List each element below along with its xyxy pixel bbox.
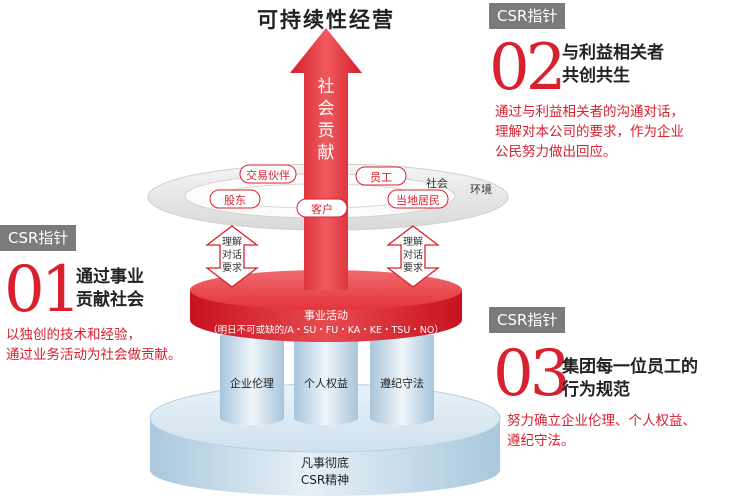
label-trade-partner: 交易伙伴 — [246, 169, 290, 182]
understanding-arrow-right — [386, 225, 440, 288]
pill-employee — [355, 166, 407, 186]
pillar-label-compliance: 遵纪守法 — [380, 377, 424, 390]
section-number: 03 — [493, 337, 570, 411]
arrow-label: 社 会 贡 献 — [317, 77, 335, 163]
section-desc-line3: 公民努力做出回应。 — [495, 144, 617, 160]
section-heading-line1: 与利益相关者 — [562, 43, 664, 63]
diagram-title: 可持续性经营 — [257, 8, 395, 32]
pillar-label-ethics: 企业伦理 — [230, 377, 274, 390]
label-society: 社会 — [426, 177, 448, 190]
pill-local-resident — [387, 189, 449, 209]
pill-customer — [296, 198, 348, 218]
understanding-label-right: 理解 对话 要求 — [403, 237, 423, 274]
csr-tag: CSR指针 — [489, 307, 566, 333]
pill-trade-partner — [239, 164, 297, 184]
section-heading-line2: 行为规范 — [562, 380, 630, 400]
pillar-label-rights: 个人权益 — [304, 377, 348, 390]
social-contribution-arrow — [290, 28, 362, 290]
section-desc-line2: 理解对本公司的要求，作为企业 — [495, 124, 684, 140]
understanding-label-left: 理解 对话 要求 — [222, 237, 242, 274]
section-desc-line1: 努力确立企业伦理、个人权益、 — [507, 413, 696, 429]
label-local-resident: 当地居民 — [396, 194, 440, 207]
section-heading-line2: 贡献社会 — [76, 290, 144, 310]
section-heading-line1: 集团每一位员工的 — [562, 357, 698, 377]
pillars — [220, 335, 434, 425]
section-heading-line2: 共创共生 — [562, 66, 630, 86]
label-environment: 环境 — [470, 183, 492, 196]
section-heading-line1: 通过事业 — [76, 267, 144, 287]
section-desc-line1: 通过与利益相关者的沟通对话， — [495, 104, 684, 120]
section-number: 01 — [4, 253, 81, 327]
csr-tag: CSR指针 — [0, 225, 77, 251]
section-desc-line2: 通过业务活动为社会做贡献。 — [6, 347, 182, 363]
business-activity-title: 事业活动 — [304, 309, 348, 322]
csr-tag: CSR指针 — [489, 3, 566, 29]
business-activity-subtitle: （明日不可或缺的/A・SU・FU・KA・KE・TSU・NO） — [208, 325, 444, 336]
section-number: 02 — [489, 31, 566, 105]
understanding-arrow-left — [205, 225, 259, 288]
label-shareholder: 股东 — [224, 194, 246, 207]
base-label-line2: CSR精神 — [300, 473, 350, 487]
label-customer: 客户 — [311, 203, 333, 216]
section-desc-line2: 遵纪守法。 — [507, 433, 575, 449]
section-desc-line1: 以独创的技术和经验， — [6, 327, 141, 343]
label-employee: 员工 — [370, 171, 392, 184]
pill-shareholder — [209, 189, 261, 209]
base-label-line1: 凡事彻底 — [300, 456, 349, 470]
